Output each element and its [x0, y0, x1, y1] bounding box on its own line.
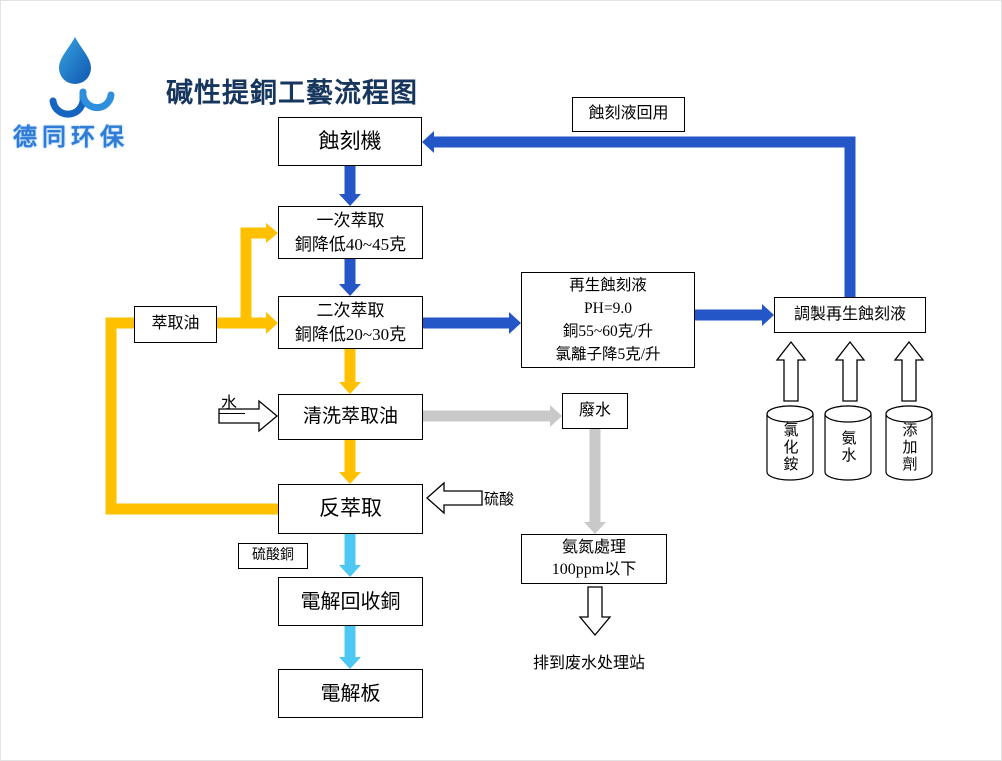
node-sublabel: 100ppm以下 [551, 561, 637, 578]
arrow-return-horizontal [434, 136, 856, 148]
node-copper-sulfate: 硫酸銅 [238, 543, 308, 569]
arrow-regen-to-prepare [695, 309, 762, 321]
arrow-oil-to-second [217, 317, 266, 329]
node-label: 萃取油 [151, 315, 200, 333]
arrow-back-to-electrolysis [344, 534, 356, 565]
label-sulfuric-acid: 硫酸 [484, 492, 515, 508]
node-label: 蝕刻液回用 [588, 105, 669, 123]
node-extraction-oil: 萃取油 [134, 306, 217, 343]
arrowhead [584, 522, 606, 534]
arrowhead [266, 223, 278, 243]
arrow-wash-to-back [344, 440, 356, 472]
cylinder-additive: 添加劑 [885, 405, 933, 481]
node-sublabel: 銅降低40~45克 [294, 234, 407, 254]
cylinder-ammonia-water: 氨水 [824, 405, 872, 481]
arrowhead [762, 304, 774, 326]
arrow-second-to-wash [344, 349, 356, 382]
cylinder-ammonium-chloride: 氯化銨 [766, 405, 814, 481]
arrow-cylinder3-up [893, 340, 925, 402]
line-back-to-oil-vertical [105, 317, 117, 515]
node-label: 二次萃取 [316, 300, 385, 320]
cylinder-shape-icon [885, 405, 933, 481]
node-first-extraction: 一次萃取 銅降低40~45克 [278, 206, 423, 259]
node-label: 一次萃取 [316, 210, 385, 230]
node-label: 調製再生蝕刻液 [793, 305, 906, 323]
node-label: 清洗萃取油 [302, 405, 398, 427]
arrowhead [339, 382, 361, 394]
arrow-cylinder1-up [775, 340, 807, 402]
node-sublabel: 銅55~60克/升 [562, 323, 654, 340]
arrow-ammonia-to-discharge [578, 586, 612, 637]
page-title: 碱性提銅工藝流程图 [166, 78, 418, 108]
cylinder-label: 添加劑 [900, 421, 917, 473]
arrowhead [339, 194, 361, 206]
cylinder-label: 氨水 [839, 430, 856, 464]
node-electrolysis-recovery: 電解回收銅 [278, 577, 423, 626]
line-back-to-oil-bottom [105, 503, 278, 515]
arrowhead [550, 405, 562, 427]
node-label: 蝕刻機 [318, 128, 382, 153]
arrowhead [422, 131, 434, 153]
arrowhead [339, 472, 361, 484]
arrow-return-vertical [844, 136, 856, 297]
arrowhead [339, 284, 361, 296]
cylinder-label: 氯化銨 [781, 421, 798, 473]
company-logo-icon [49, 37, 115, 118]
node-ammonia-treatment: 氨氮處理 100ppm以下 [521, 534, 667, 584]
label-discharge: 排到废水处理站 [533, 655, 646, 672]
node-waste-water: 廢水 [562, 393, 628, 429]
line-back-to-oil-top [105, 317, 134, 329]
node-label: 反萃取 [319, 496, 382, 521]
node-sublabel: PH=9.0 [584, 299, 632, 317]
node-electrolysis-plate: 電解板 [278, 669, 423, 718]
arrow-oil-branch-vertical [240, 227, 252, 329]
node-sublabel: 氯離子降5克/升 [555, 346, 661, 364]
node-wash-oil: 清洗萃取油 [278, 394, 423, 440]
node-label: 電解回收銅 [300, 590, 401, 613]
arrow-electrolysis-to-plate [344, 626, 356, 657]
label-water: 水 [219, 389, 246, 414]
cylinder-shape-icon [766, 405, 814, 481]
node-second-extraction: 二次萃取 銅降低20~30克 [278, 296, 423, 349]
node-back-extraction: 反萃取 [278, 484, 423, 534]
arrow-etch-to-first [344, 166, 356, 194]
cylinder-shape-icon [824, 405, 872, 481]
arrowhead [339, 657, 361, 669]
node-etch-liquid-reuse: 蝕刻液回用 [572, 97, 685, 132]
node-regenerated-etchant: 再生蝕刻液 PH=9.0 銅55~60克/升 氯離子降5克/升 [521, 272, 695, 368]
arrowhead [339, 565, 361, 577]
arrow-acid-in [426, 481, 483, 515]
node-label: 再生蝕刻液 [569, 276, 647, 294]
node-etch-machine: 蝕刻機 [278, 117, 422, 166]
node-prepare-regenerated-etchant: 調製再生蝕刻液 [774, 297, 926, 333]
arrow-first-to-second [344, 259, 356, 284]
arrow-waste-to-ammonia [589, 429, 601, 522]
water-text: 水 [219, 395, 246, 414]
node-sublabel: 銅降低20~30克 [294, 324, 407, 344]
arrow-wash-to-waste [422, 410, 550, 422]
node-label: 廢水 [578, 401, 611, 419]
yellow-arrows [105, 223, 361, 515]
arrowhead [509, 312, 521, 334]
node-label: 電解板 [320, 682, 381, 705]
arrow-oil-branch-horizontal [240, 227, 267, 239]
company-name: 德同环保 [13, 125, 129, 151]
arrow-cylinder2-up [834, 340, 866, 402]
node-label: 氨氮處理 [561, 538, 626, 556]
arrowhead [266, 312, 278, 334]
node-label: 硫酸銅 [252, 548, 294, 564]
arrow-second-to-regen [422, 317, 509, 329]
